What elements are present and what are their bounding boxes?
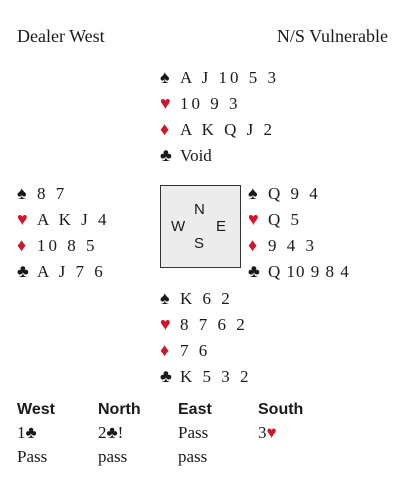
- alert-mark: !: [117, 423, 124, 442]
- south-hand: ♠ K 6 2 ♥ 8 7 6 2 ♦ 7 6 ♣ K 5 3 2: [160, 285, 252, 389]
- spade-icon: ♠: [248, 183, 258, 203]
- east-hearts: ♥ Q 5: [248, 206, 350, 232]
- west-hearts-cards: A K J 4: [37, 210, 110, 229]
- west-diamonds-cards: 10 8 5: [37, 236, 98, 255]
- club-icon: ♣: [160, 366, 172, 386]
- north-clubs-cards: Void: [180, 146, 212, 165]
- bid-level: 1: [17, 423, 26, 442]
- vulnerability-label: N/S Vulnerable: [276, 26, 388, 46]
- diamond-icon: ♦: [160, 340, 170, 360]
- auction-east-column: East Pass pass: [178, 399, 212, 469]
- heart-icon: ♥: [248, 209, 259, 229]
- east-clubs-cards: Q 10 9 8 4: [268, 262, 350, 281]
- west-hand: ♠ 8 7 ♥ A K J 4 ♦ 10 8 5 ♣ A J 7 6: [17, 180, 109, 284]
- south-diamonds: ♦ 7 6: [160, 337, 252, 363]
- auction-call: Pass: [17, 447, 48, 466]
- bid-level: 2: [98, 423, 107, 442]
- compass-east: E: [216, 218, 227, 235]
- club-icon: ♣: [106, 423, 118, 442]
- compass-box: N W E S: [160, 185, 241, 268]
- auction-call: 1♣: [17, 421, 55, 445]
- auction-south-column: South 3♥: [258, 399, 303, 445]
- compass-west: W: [171, 218, 186, 235]
- club-icon: ♣: [160, 145, 172, 165]
- west-spades-cards: 8 7: [37, 184, 68, 203]
- diamond-icon: ♦: [17, 235, 27, 255]
- heart-icon: ♥: [17, 209, 28, 229]
- east-hand: ♠ Q 9 4 ♥ Q 5 ♦ 9 4 3 ♣ Q 10 9 8 4: [248, 180, 350, 284]
- north-diamonds: ♦ A K Q J 2: [160, 116, 279, 142]
- south-spades: ♠ K 6 2: [160, 285, 252, 311]
- north-diamonds-cards: A K Q J 2: [180, 120, 276, 139]
- club-icon: ♣: [17, 261, 29, 281]
- auction-call: pass: [98, 447, 128, 466]
- auction-call: 3♥: [258, 421, 303, 445]
- compass-south: S: [194, 235, 205, 252]
- spade-icon: ♠: [17, 183, 27, 203]
- auction-call: pass: [178, 447, 208, 466]
- north-hand: ♠ A J 10 5 3 ♥ 10 9 3 ♦ A K Q J 2 ♣ Void: [160, 64, 279, 168]
- heart-icon: ♥: [266, 423, 277, 442]
- auction-header-south: South: [258, 401, 304, 418]
- south-diamonds-cards: 7 6: [180, 341, 211, 360]
- south-clubs: ♣ K 5 3 2: [160, 363, 252, 389]
- west-hearts: ♥ A K J 4: [17, 206, 109, 232]
- auction-west-column: West 1♣ Pass: [17, 399, 55, 469]
- east-spades: ♠ Q 9 4: [248, 180, 350, 206]
- compass-north: N: [194, 201, 205, 218]
- auction-north-column: North 2♣! pass: [98, 399, 141, 469]
- club-icon: ♣: [25, 423, 37, 442]
- heart-icon: ♥: [160, 93, 171, 113]
- north-clubs: ♣ Void: [160, 142, 279, 168]
- auction-call: 2♣!: [98, 421, 141, 445]
- north-spades: ♠ A J 10 5 3: [160, 64, 279, 90]
- west-spades: ♠ 8 7: [17, 180, 109, 206]
- north-hearts-cards: 10 9 3: [180, 94, 241, 113]
- east-spades-cards: Q 9 4: [268, 184, 321, 203]
- north-spades-cards: A J 10 5 3: [180, 68, 279, 87]
- auction-header-west: West: [17, 401, 55, 418]
- dealer-label: Dealer West: [17, 26, 105, 46]
- east-diamonds-cards: 9 4 3: [268, 236, 317, 255]
- south-hearts: ♥ 8 7 6 2: [160, 311, 252, 337]
- auction-call: Pass: [178, 423, 209, 442]
- heart-icon: ♥: [160, 314, 171, 334]
- west-diamonds: ♦ 10 8 5: [17, 232, 109, 258]
- auction-header-north: North: [98, 401, 141, 418]
- club-icon: ♣: [248, 261, 260, 281]
- north-hearts: ♥ 10 9 3: [160, 90, 279, 116]
- diamond-icon: ♦: [248, 235, 258, 255]
- south-spades-cards: K 6 2: [180, 289, 233, 308]
- east-diamonds: ♦ 9 4 3: [248, 232, 350, 258]
- diamond-icon: ♦: [160, 119, 170, 139]
- east-clubs: ♣ Q 10 9 8 4: [248, 258, 350, 284]
- south-clubs-cards: K 5 3 2: [180, 367, 252, 386]
- auction-header-east: East: [178, 401, 212, 418]
- spade-icon: ♠: [160, 67, 170, 87]
- west-clubs-cards: A J 7 6: [37, 262, 106, 281]
- spade-icon: ♠: [160, 288, 170, 308]
- east-hearts-cards: Q 5: [268, 210, 303, 229]
- west-clubs: ♣ A J 7 6: [17, 258, 109, 284]
- south-hearts-cards: 8 7 6 2: [180, 315, 248, 334]
- bid-level: 3: [258, 423, 267, 442]
